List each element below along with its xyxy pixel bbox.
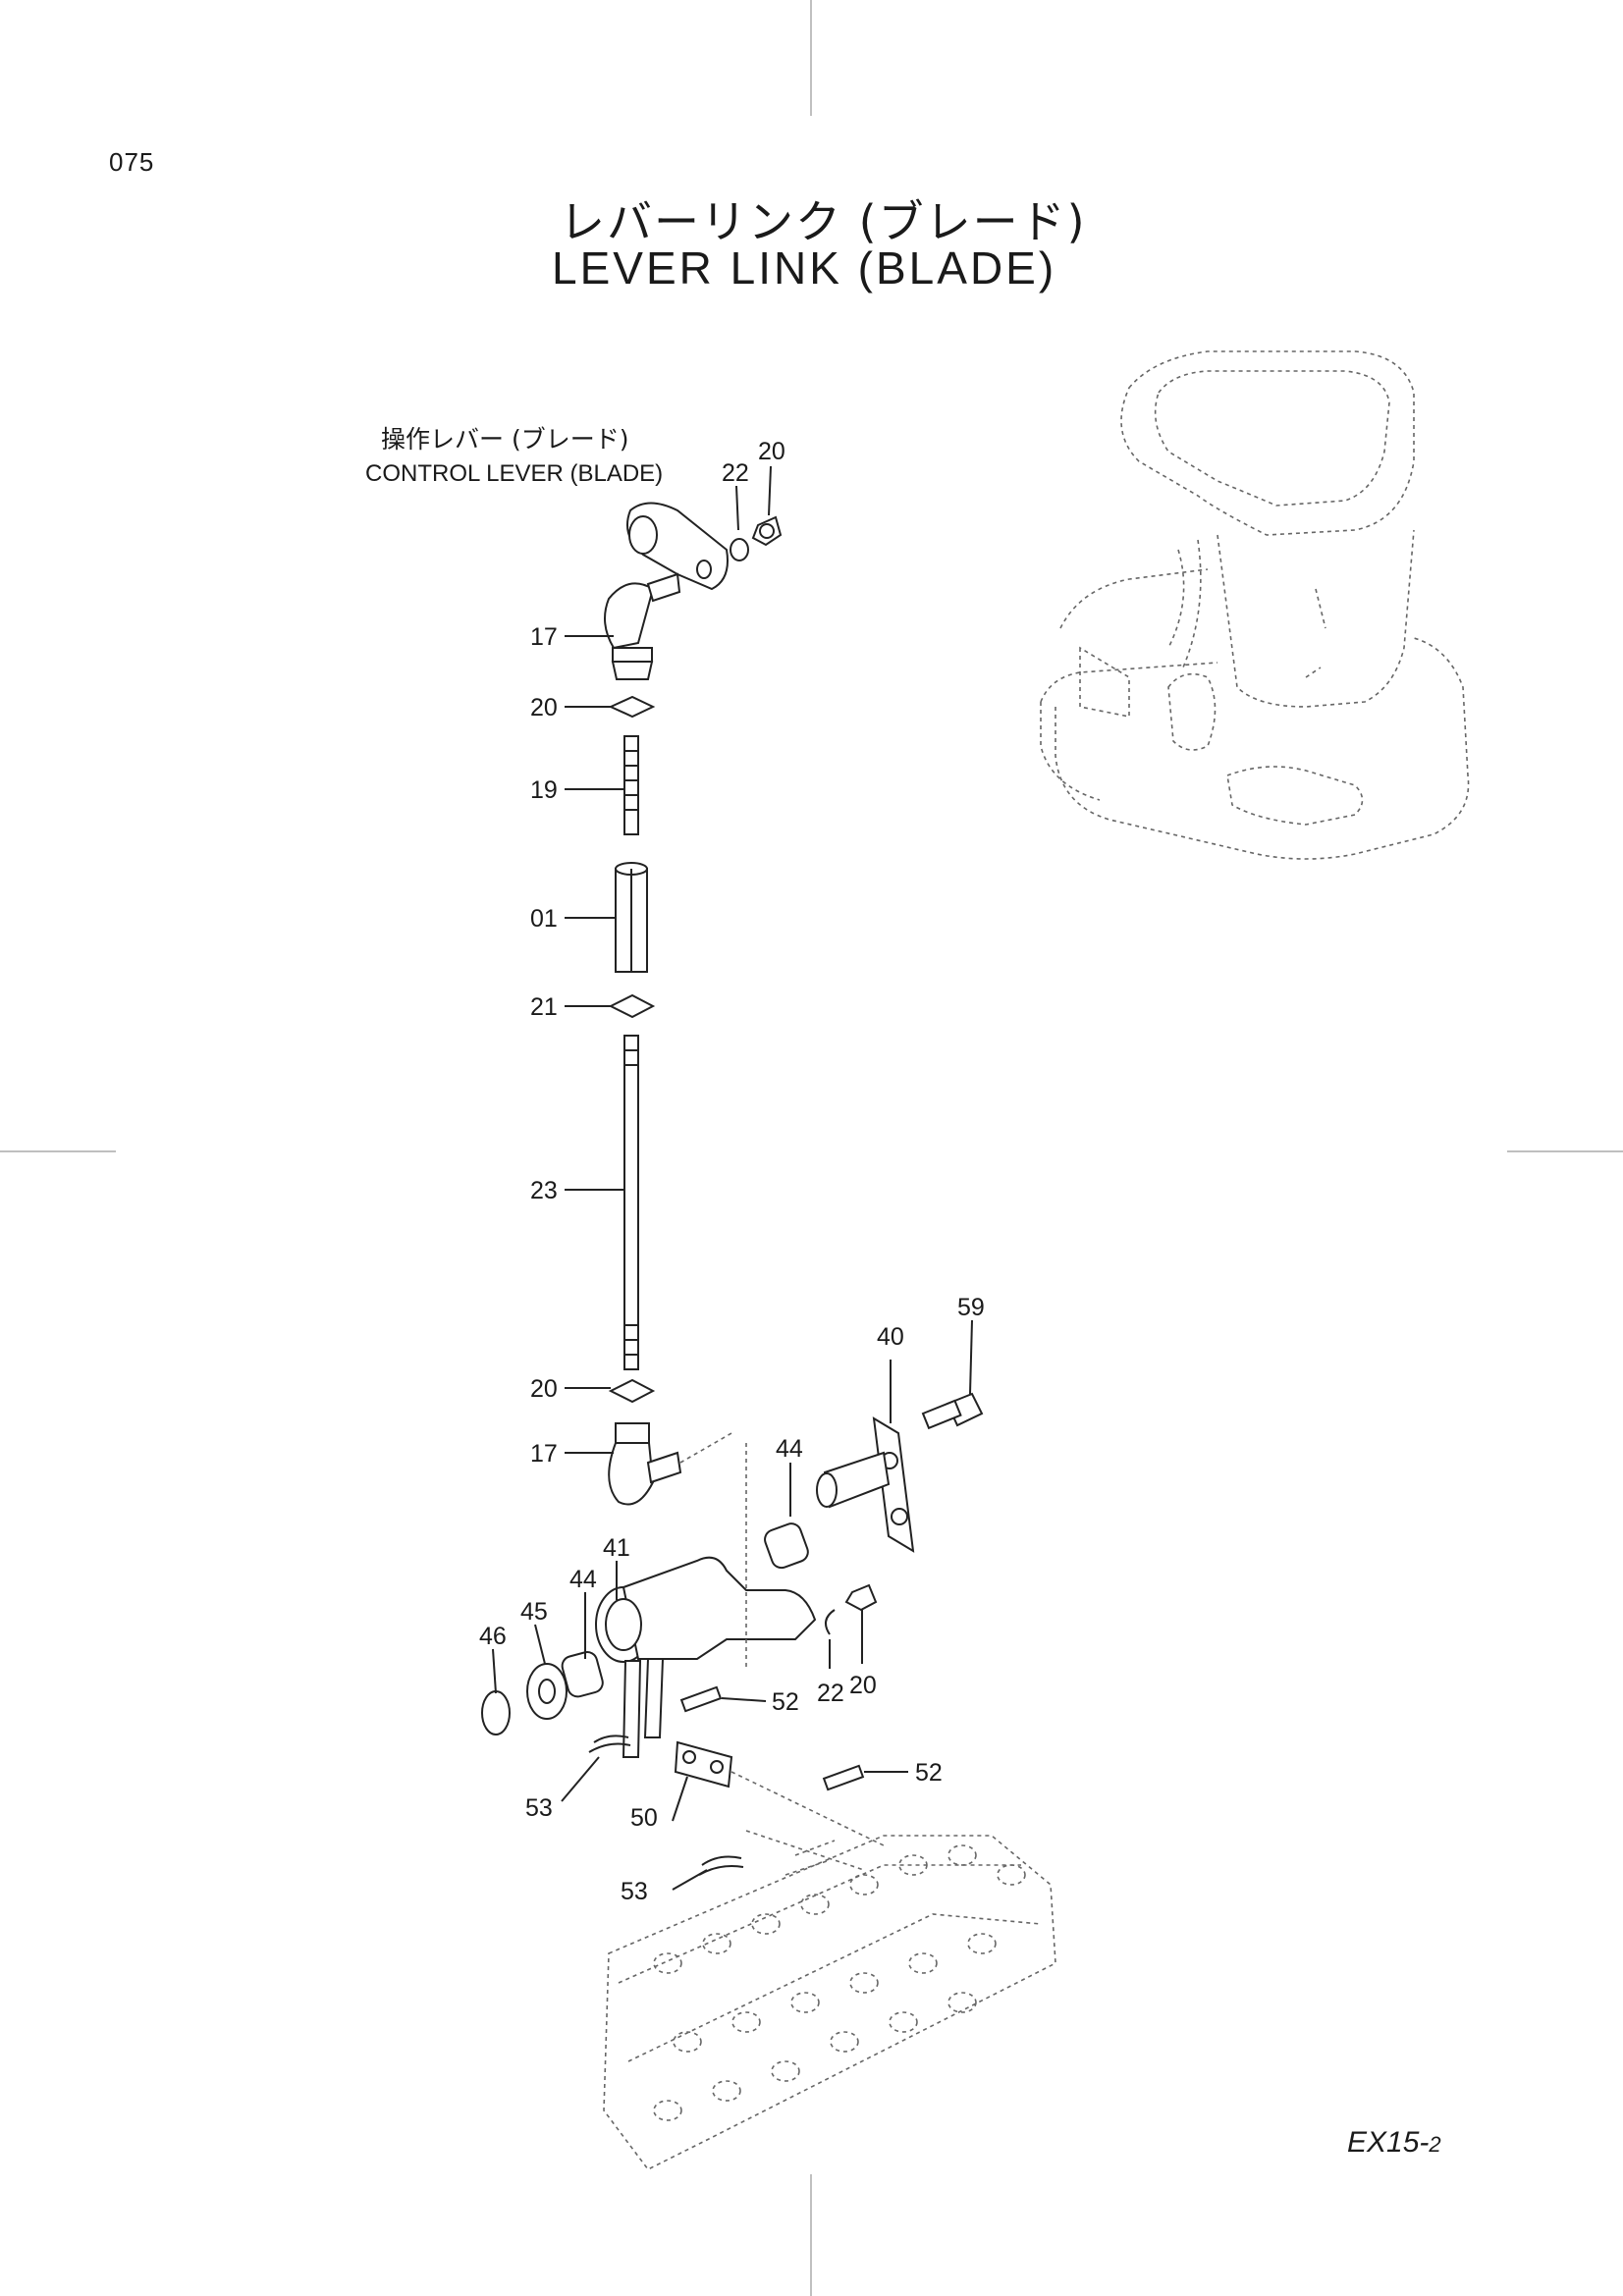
part-labels: 22 20 17 20 19 01 21 23 20 17 59 40 44 4… xyxy=(479,438,985,1905)
part-label-20-top: 20 xyxy=(758,438,785,465)
document-code: EX15-2 xyxy=(1347,2126,1441,2160)
nut-21 xyxy=(608,993,656,1019)
part-label-53-a: 53 xyxy=(525,1794,553,1822)
part-label-52-a: 52 xyxy=(772,1688,799,1716)
part-label-45: 45 xyxy=(520,1598,548,1626)
cotter-pin-53-b xyxy=(698,1855,744,1876)
part-label-21: 21 xyxy=(530,993,558,1021)
part-label-59: 59 xyxy=(957,1294,985,1321)
bolt-59 xyxy=(921,1392,984,1430)
callout-english: CONTROL LEVER (BLADE) xyxy=(365,460,663,487)
nut-20-b xyxy=(608,1378,656,1404)
part-label-52-b: 52 xyxy=(915,1759,943,1787)
page-number: 075 xyxy=(109,147,155,177)
part-label-20-a: 20 xyxy=(530,694,558,721)
lever-arm-41 xyxy=(595,1556,817,1758)
pin-52-a xyxy=(679,1685,723,1713)
document-code-main: EX15- xyxy=(1347,2126,1430,2159)
leader-lines xyxy=(492,465,973,1891)
part-label-17-b: 17 xyxy=(530,1440,558,1468)
part-label-01: 01 xyxy=(530,905,558,933)
snap-ring-22-b xyxy=(825,1609,836,1635)
part-label-23: 23 xyxy=(530,1177,558,1204)
ball-joint-top xyxy=(604,572,681,680)
pin-44-a xyxy=(764,1451,891,1570)
document-code-suffix: 2 xyxy=(1429,2132,1441,2157)
ball-joint-bottom xyxy=(608,1422,732,1506)
part-label-17-top: 17 xyxy=(530,623,558,651)
part-label-53-b: 53 xyxy=(621,1878,648,1905)
snap-ring-46 xyxy=(481,1690,511,1735)
stud-19 xyxy=(623,735,639,835)
page-title-japanese: レバーリンク (ブレード) xyxy=(560,195,1087,248)
nut-20-a xyxy=(608,695,656,719)
machine-overview-sketch xyxy=(1040,350,1470,860)
dashed-guide-b xyxy=(730,1771,885,1871)
part-label-22-b: 22 xyxy=(817,1680,844,1707)
coupling-01 xyxy=(615,862,648,973)
pin-52-b xyxy=(822,1764,865,1791)
page-title-english: LEVER LINK (BLADE) xyxy=(552,242,1057,294)
part-label-46: 46 xyxy=(479,1623,507,1650)
control-lever-bracket xyxy=(626,502,783,591)
bush-44-b xyxy=(561,1651,604,1698)
part-label-41: 41 xyxy=(603,1534,630,1562)
part-label-20-c: 20 xyxy=(849,1672,877,1699)
washer-45 xyxy=(526,1663,568,1720)
cotter-pin-53-a xyxy=(588,1735,631,1753)
part-label-44-a: 44 xyxy=(776,1435,803,1463)
part-label-19: 19 xyxy=(530,776,558,804)
part-label-50: 50 xyxy=(630,1804,658,1832)
nut-20-c xyxy=(844,1583,878,1612)
part-label-40: 40 xyxy=(877,1323,904,1351)
control-valve-block xyxy=(603,1835,1056,2171)
part-label-20-b: 20 xyxy=(530,1375,558,1403)
callout-japanese: 操作レバー (ブレード) xyxy=(381,425,628,454)
part-label-22-top: 22 xyxy=(722,459,749,487)
plate-50 xyxy=(674,1740,733,1789)
rod-23 xyxy=(623,1035,639,1370)
part-label-44-b: 44 xyxy=(569,1566,597,1593)
